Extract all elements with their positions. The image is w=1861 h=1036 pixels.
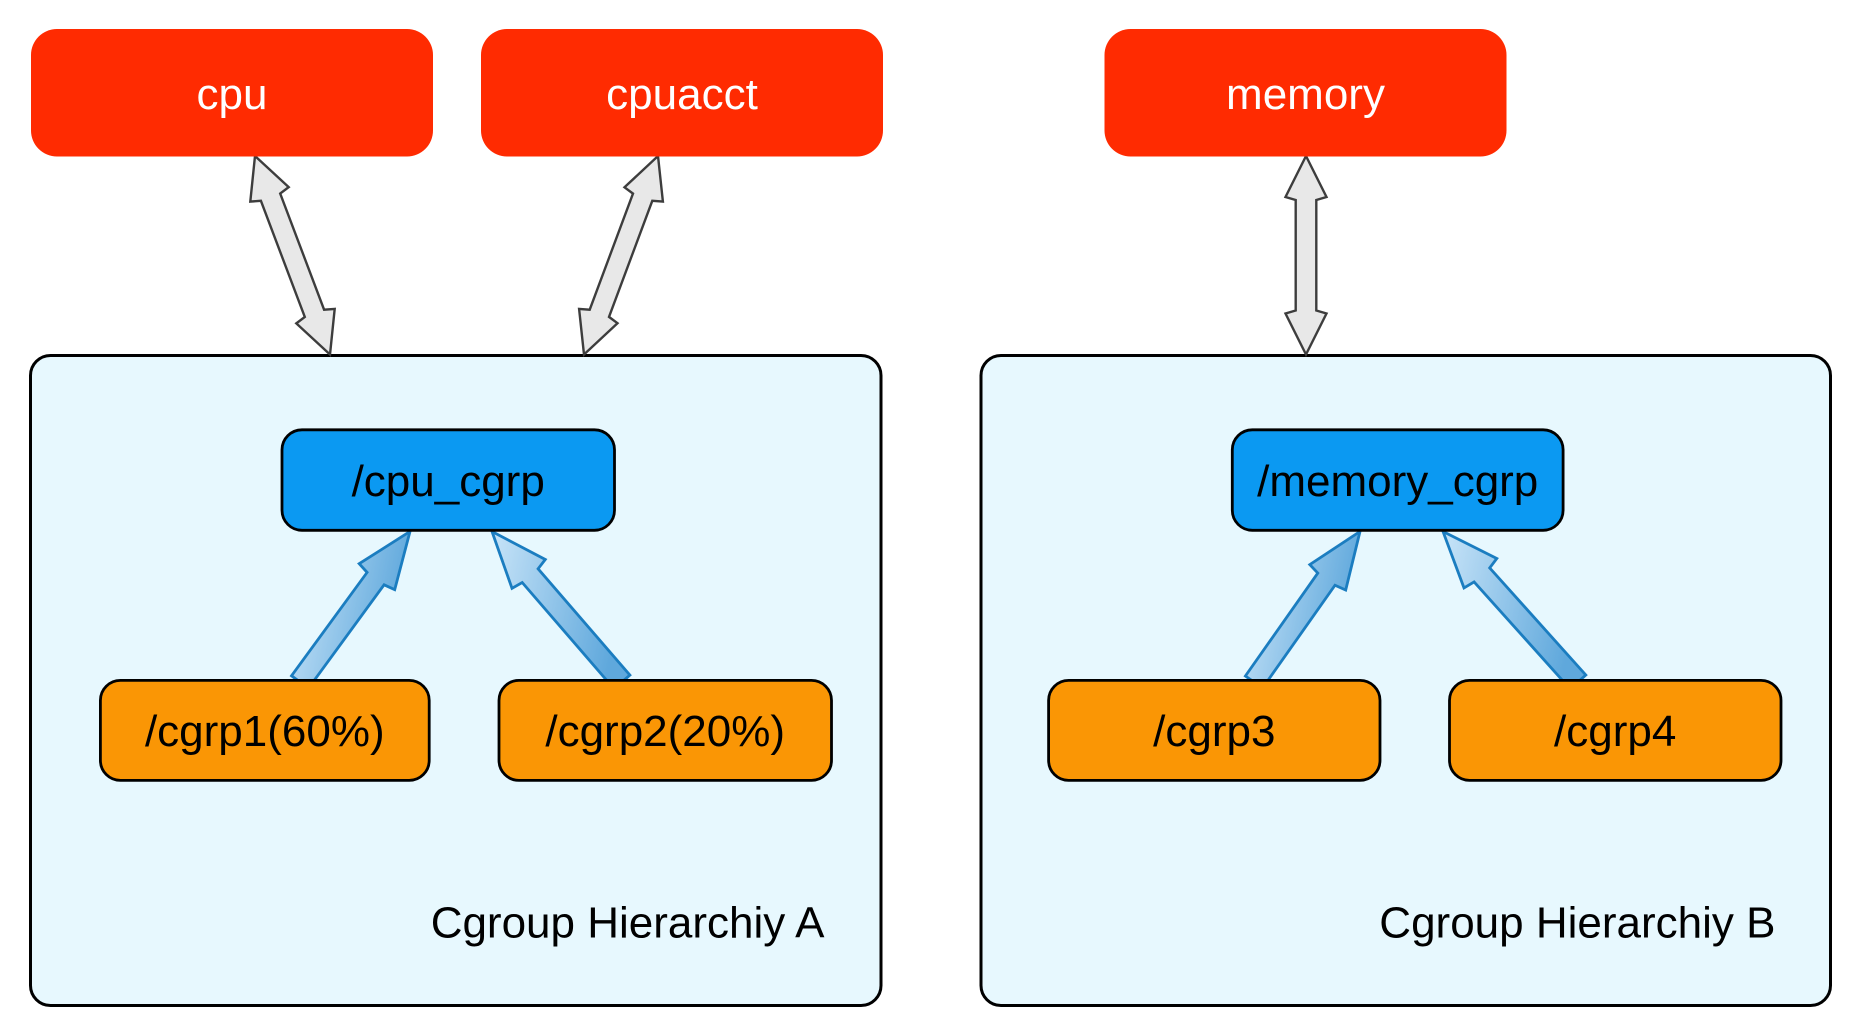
svg-text:/cgrp3: /cgrp3 [1153,707,1275,756]
svg-text:/cgrp2(20%): /cgrp2(20%) [545,707,785,756]
svg-text:/cpu_cgrp: /cpu_cgrp [352,457,545,506]
svg-text:Cgroup Hierarchiy B: Cgroup Hierarchiy B [1379,899,1775,948]
svg-text:Cgroup Hierarchiy A: Cgroup Hierarchiy A [431,899,825,948]
svg-text:cpuacct: cpuacct [606,70,758,119]
svg-text:/memory_cgrp: /memory_cgrp [1257,457,1538,506]
svg-text:/cgrp1(60%): /cgrp1(60%) [145,707,385,756]
svg-text:/cgrp4: /cgrp4 [1554,707,1676,756]
svg-text:cpu: cpu [197,70,268,119]
svg-text:memory: memory [1226,70,1385,119]
